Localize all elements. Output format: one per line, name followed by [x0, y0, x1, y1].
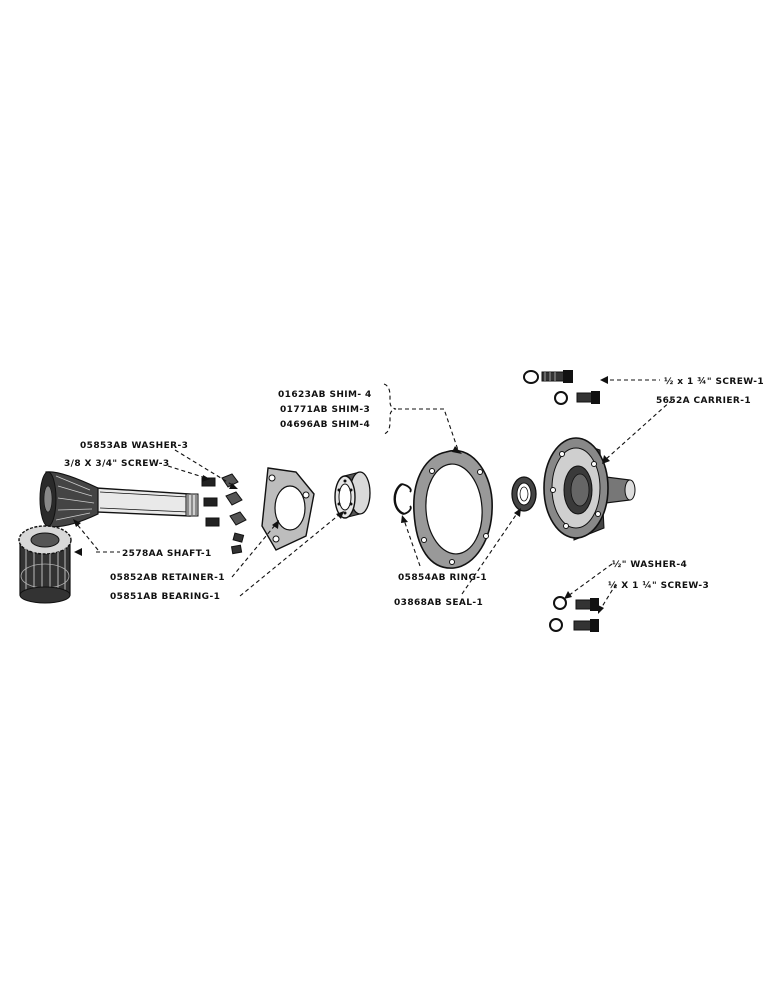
leader-lines — [73, 376, 673, 614]
label-carrier: 5652A CARRIER-1 — [656, 396, 751, 406]
label-shim-4a: 01623AB SHIM- 4 — [278, 390, 372, 400]
label-screw-top: ½ x 1 ¾" SCREW-1 — [664, 376, 764, 387]
label-shim-3: 01771AB SHIM-3 — [280, 405, 370, 415]
label-bearing: 05851AB BEARING-1 — [110, 592, 220, 602]
screw-washer-group-top — [523, 370, 600, 405]
retainer-part — [261, 467, 315, 551]
label-washer-4: ½" WASHER-4 — [612, 559, 687, 570]
label-ring: 05854AB RING-1 — [398, 573, 487, 583]
screw-washer-group-bottom — [549, 596, 599, 632]
label-screw-3-left: 3/8 X 3/4" SCREW-3 — [64, 459, 170, 469]
label-shim-4b: 04696AB SHIM-4 — [280, 420, 370, 430]
screw-washer-group-left — [201, 473, 247, 555]
carrier-part — [543, 437, 636, 541]
label-washer-3: 05853AB WASHER-3 — [80, 441, 188, 451]
bearing-part — [334, 471, 371, 519]
label-screw-3-right: ½ X 1 ¼" SCREW-3 — [608, 580, 709, 591]
gear-cluster-part — [18, 525, 72, 604]
ring-part — [393, 482, 412, 516]
label-seal: 03868AB SEAL-1 — [394, 598, 483, 608]
shim-part — [413, 449, 493, 569]
label-retainer: 05852AB RETAINER-1 — [110, 573, 225, 583]
shaft-part — [39, 471, 199, 528]
seal-part — [511, 476, 537, 512]
label-shaft: 2578AA SHAFT-1 — [122, 549, 212, 559]
